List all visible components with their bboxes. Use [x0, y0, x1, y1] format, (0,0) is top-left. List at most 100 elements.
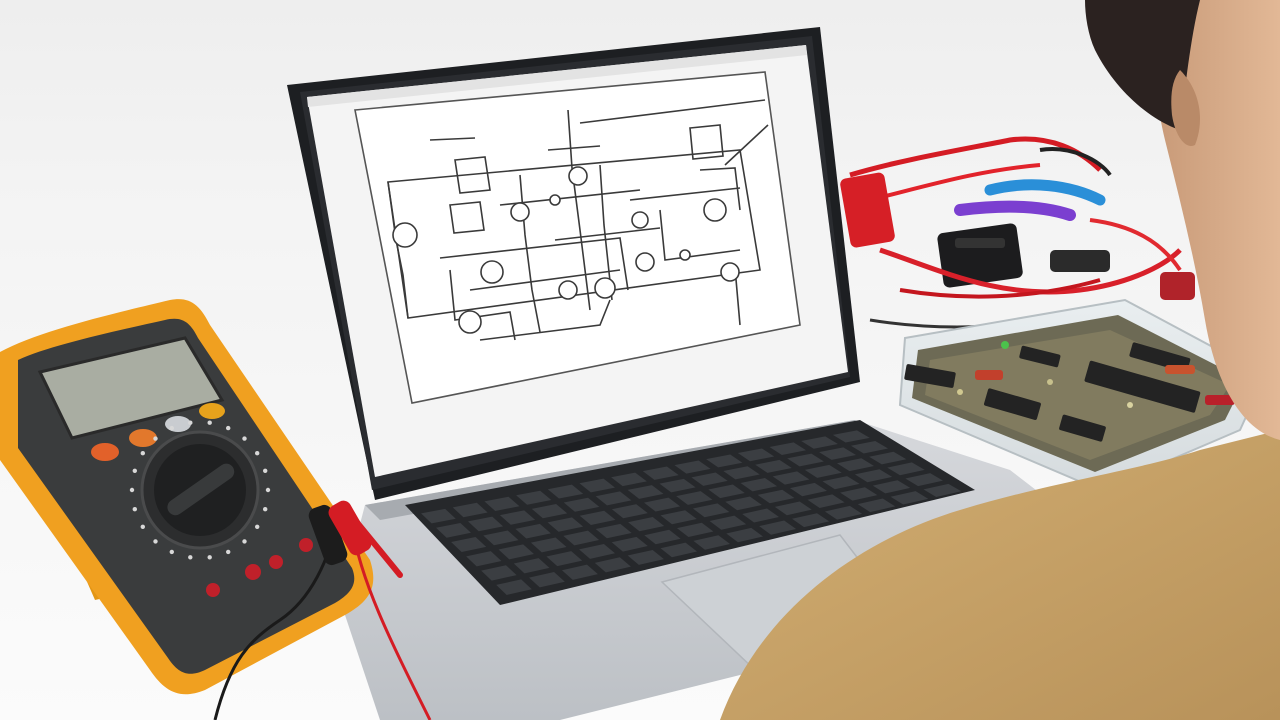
keyboard-key	[466, 551, 502, 567]
keyboard-key	[644, 497, 681, 512]
multimeter-button	[165, 416, 191, 432]
keyboard-key	[611, 504, 648, 519]
input-jack	[299, 538, 313, 552]
sweater	[720, 430, 1280, 720]
keyboard-key	[691, 472, 728, 486]
keyboard-key	[579, 543, 616, 559]
laptop	[287, 27, 1075, 720]
multimeter-button	[91, 443, 119, 461]
dial-tick	[242, 539, 247, 544]
keyboard-key	[595, 491, 632, 506]
keyboard-key	[840, 487, 878, 501]
keyboard-key	[757, 489, 795, 504]
dial-tick	[140, 451, 145, 456]
keyboard-key	[905, 473, 943, 487]
multimeter-display	[37, 336, 225, 440]
dial-tick	[169, 425, 174, 431]
input-jack	[206, 583, 220, 597]
schematic-components	[392, 166, 740, 334]
multimeter	[0, 299, 374, 695]
keyboard-key	[872, 480, 911, 494]
keyboard-key	[693, 535, 731, 550]
dial-tick	[153, 436, 158, 441]
keyboard-key	[499, 510, 536, 525]
keyboard-key	[740, 477, 778, 492]
keyboard-key	[887, 462, 925, 476]
test-leads	[213, 500, 432, 720]
keyboard-key	[484, 496, 520, 511]
dial-tick	[263, 468, 268, 473]
keyboard-key	[801, 436, 838, 449]
keyboard-key	[660, 510, 697, 525]
keyboard-key	[819, 447, 856, 460]
keyboard-key	[452, 502, 488, 518]
keyboard-key	[546, 551, 583, 567]
keyboard-key	[824, 505, 863, 520]
keyboard-key	[869, 451, 907, 465]
dial-tick	[226, 549, 231, 555]
keyboard-key	[436, 522, 471, 538]
keyboard-key	[832, 430, 870, 443]
keyboard-key	[742, 508, 779, 523]
keyboard-key	[563, 497, 600, 512]
keyboard-key	[822, 476, 860, 490]
keyboard-key	[421, 508, 456, 524]
keyboard-key	[755, 459, 792, 473]
multimeter-button	[129, 429, 157, 447]
keyboard-key	[737, 448, 775, 462]
dial-tick	[188, 555, 193, 560]
dial-tick	[169, 549, 174, 555]
dial-tick	[242, 436, 247, 441]
keyboard-key	[723, 466, 760, 480]
keyboard-key	[660, 542, 697, 558]
keyboard-key	[627, 549, 664, 565]
keyboard-key	[496, 579, 532, 595]
keyboard	[421, 430, 962, 595]
dial-tick	[153, 539, 158, 544]
dial-tick	[255, 451, 260, 456]
keyboard-key	[627, 485, 664, 499]
keyboard-key	[854, 469, 893, 483]
keyboard-key	[787, 453, 824, 467]
keyboard-key	[774, 501, 812, 516]
keyboard-key	[628, 517, 665, 532]
keyboard-key	[530, 537, 567, 553]
circuit-board-tray	[898, 298, 1267, 492]
dial-tick	[132, 507, 137, 512]
keyboard-key	[709, 515, 747, 530]
keyboard-key	[772, 471, 810, 485]
keyboard-key	[790, 482, 827, 497]
keyboard-key	[451, 537, 487, 553]
multimeter-button	[199, 403, 225, 419]
keyboard-key	[611, 536, 648, 552]
input-jack	[269, 555, 283, 569]
keyboard-key	[515, 523, 551, 539]
keyboard-key	[481, 565, 517, 581]
keyboard-key	[890, 491, 929, 505]
keyboard-key	[642, 466, 679, 480]
keyboard-key	[836, 458, 875, 472]
keyboard-key	[676, 491, 713, 505]
input-jack	[245, 564, 261, 580]
dial-tick	[207, 420, 212, 425]
keyboard-key	[692, 503, 730, 518]
keyboard-key	[769, 442, 807, 455]
keyboard-key	[579, 478, 615, 493]
dial-tick	[188, 420, 193, 425]
dial-tick	[140, 524, 145, 529]
keyboard-key	[659, 478, 696, 493]
keyboard-key	[676, 522, 714, 538]
hair	[1085, 0, 1200, 130]
keyboard-key	[547, 484, 584, 499]
person	[720, 0, 1280, 720]
dial-tick	[129, 487, 135, 493]
keyboard-key	[792, 513, 830, 528]
dial-markings	[129, 420, 271, 560]
keyboard-key	[513, 558, 550, 574]
keyboard-key	[706, 454, 743, 468]
keyboard-key	[595, 523, 632, 539]
keyboard-key	[807, 494, 845, 508]
keyboard-key	[850, 441, 889, 454]
dial-tick	[207, 555, 212, 560]
keyboard-key	[516, 490, 552, 505]
